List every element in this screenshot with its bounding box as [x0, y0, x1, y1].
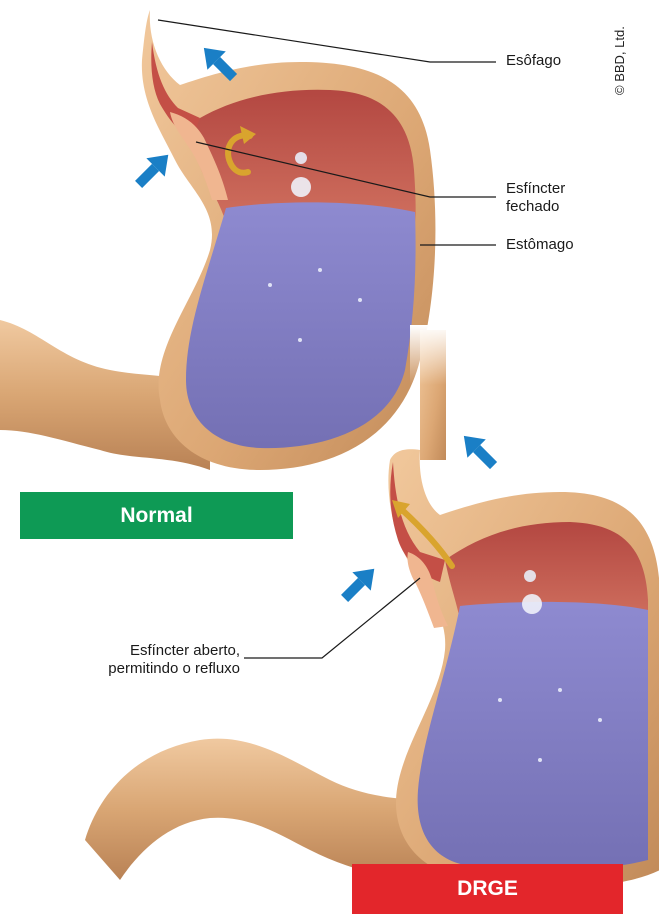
bubble-icon — [598, 718, 602, 722]
bubble-icon — [522, 594, 542, 614]
copyright-notice: © BBD, Ltd. — [612, 26, 627, 95]
bubble-icon — [268, 283, 272, 287]
bubble-icon — [318, 268, 322, 272]
label-esofago: Esôfago — [506, 52, 561, 70]
label-esfincter-aberto: Esfíncter aberto, permitindo o refluxo — [100, 642, 240, 678]
bubble-icon — [358, 298, 362, 302]
bubble-icon — [291, 177, 311, 197]
arrow-icon — [455, 427, 503, 475]
bubble-icon — [298, 338, 302, 342]
arrow-icon — [335, 560, 383, 608]
drge-gastric-fluid — [418, 602, 648, 871]
label-esfincter-aberto-line1: Esfíncter aberto, — [100, 642, 240, 660]
drge-duodenum — [85, 739, 430, 880]
normal-badge: Normal — [20, 492, 293, 539]
bubble-icon — [524, 570, 536, 582]
leader-esfincter-aberto — [244, 578, 420, 658]
label-estomago: Estômago — [506, 236, 574, 254]
label-esfincter-fechado-line2: fechado — [506, 198, 565, 216]
bubble-icon — [538, 758, 542, 762]
bubble-icon — [498, 698, 502, 702]
label-esfincter-aberto-line2: permitindo o refluxo — [100, 660, 240, 678]
arrow-icon — [129, 146, 177, 194]
normal-stomach — [0, 10, 435, 470]
label-esfincter-fechado-line1: Esfíncter — [506, 180, 565, 198]
bubble-icon — [295, 152, 307, 164]
drge-badge: DRGE — [352, 864, 623, 914]
label-esfincter-fechado: Esfíncter fechado — [506, 180, 565, 216]
bubble-icon — [558, 688, 562, 692]
